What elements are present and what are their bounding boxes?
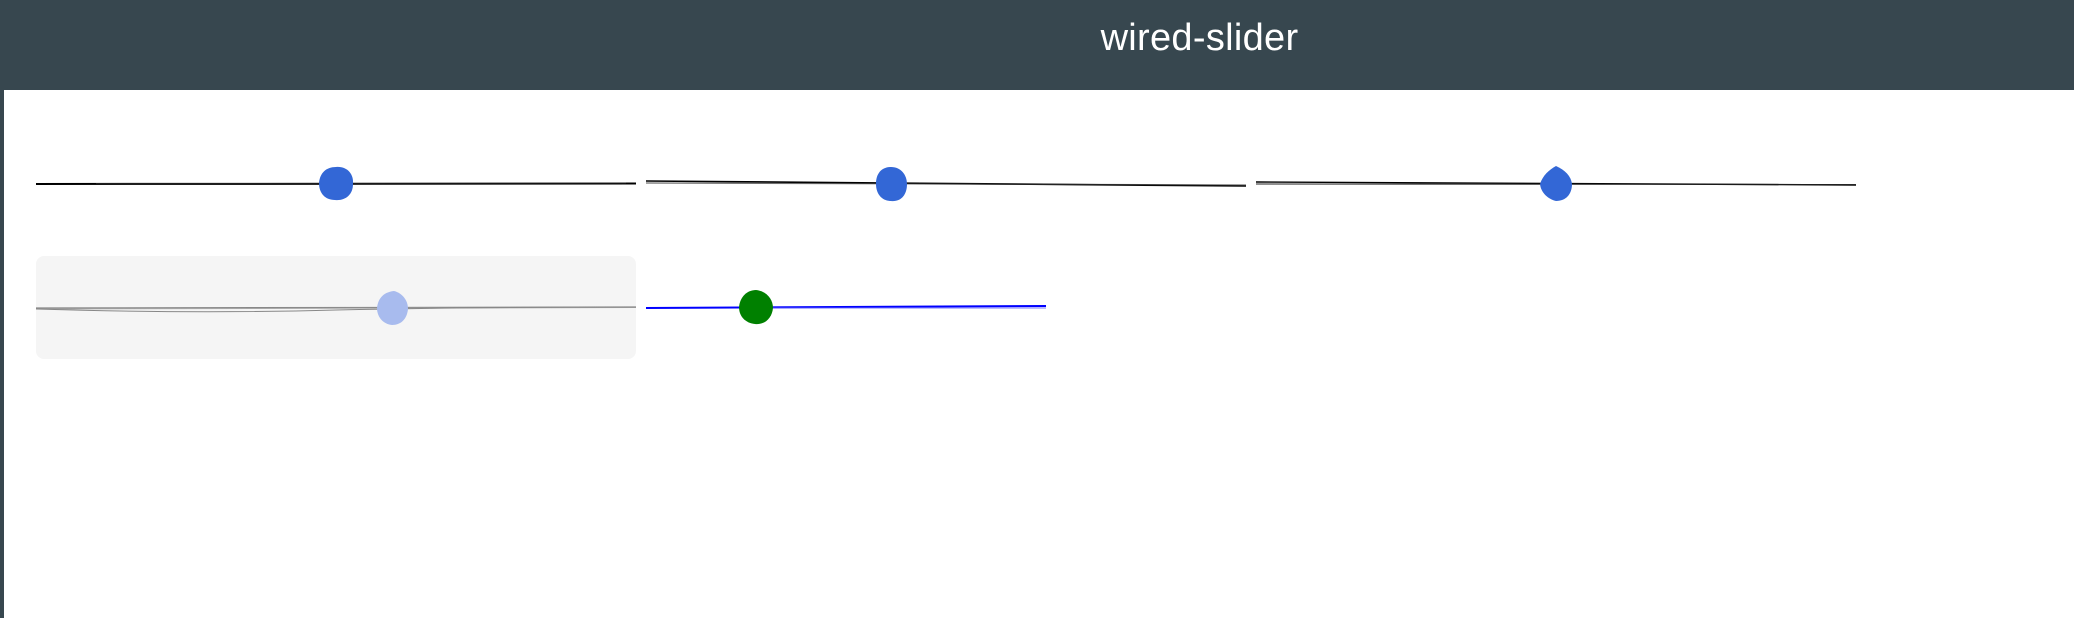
- slider-track-and-knob: [35, 291, 637, 325]
- slider-value-50[interactable]: [1255, 164, 1857, 204]
- slider-default[interactable]: [35, 164, 637, 204]
- left-border: [0, 90, 4, 618]
- slider-knob: [876, 167, 907, 202]
- slider-track-and-knob: [645, 167, 1247, 202]
- app-header: wired-slider: [0, 0, 2074, 90]
- slider-knob: [1540, 166, 1572, 201]
- slider-track-and-knob: [1255, 166, 1857, 201]
- page-title: wired-slider: [1100, 16, 1299, 59]
- slider-track-and-knob: [35, 166, 637, 201]
- slider-custom-colors[interactable]: [645, 288, 1047, 328]
- slider-value-41[interactable]: [645, 164, 1247, 204]
- slider-disabled: [35, 288, 637, 328]
- slider-knob: [377, 291, 408, 325]
- slider-knob: [319, 166, 354, 201]
- slider-knob: [739, 290, 773, 325]
- slider-track-and-knob: [645, 290, 1047, 325]
